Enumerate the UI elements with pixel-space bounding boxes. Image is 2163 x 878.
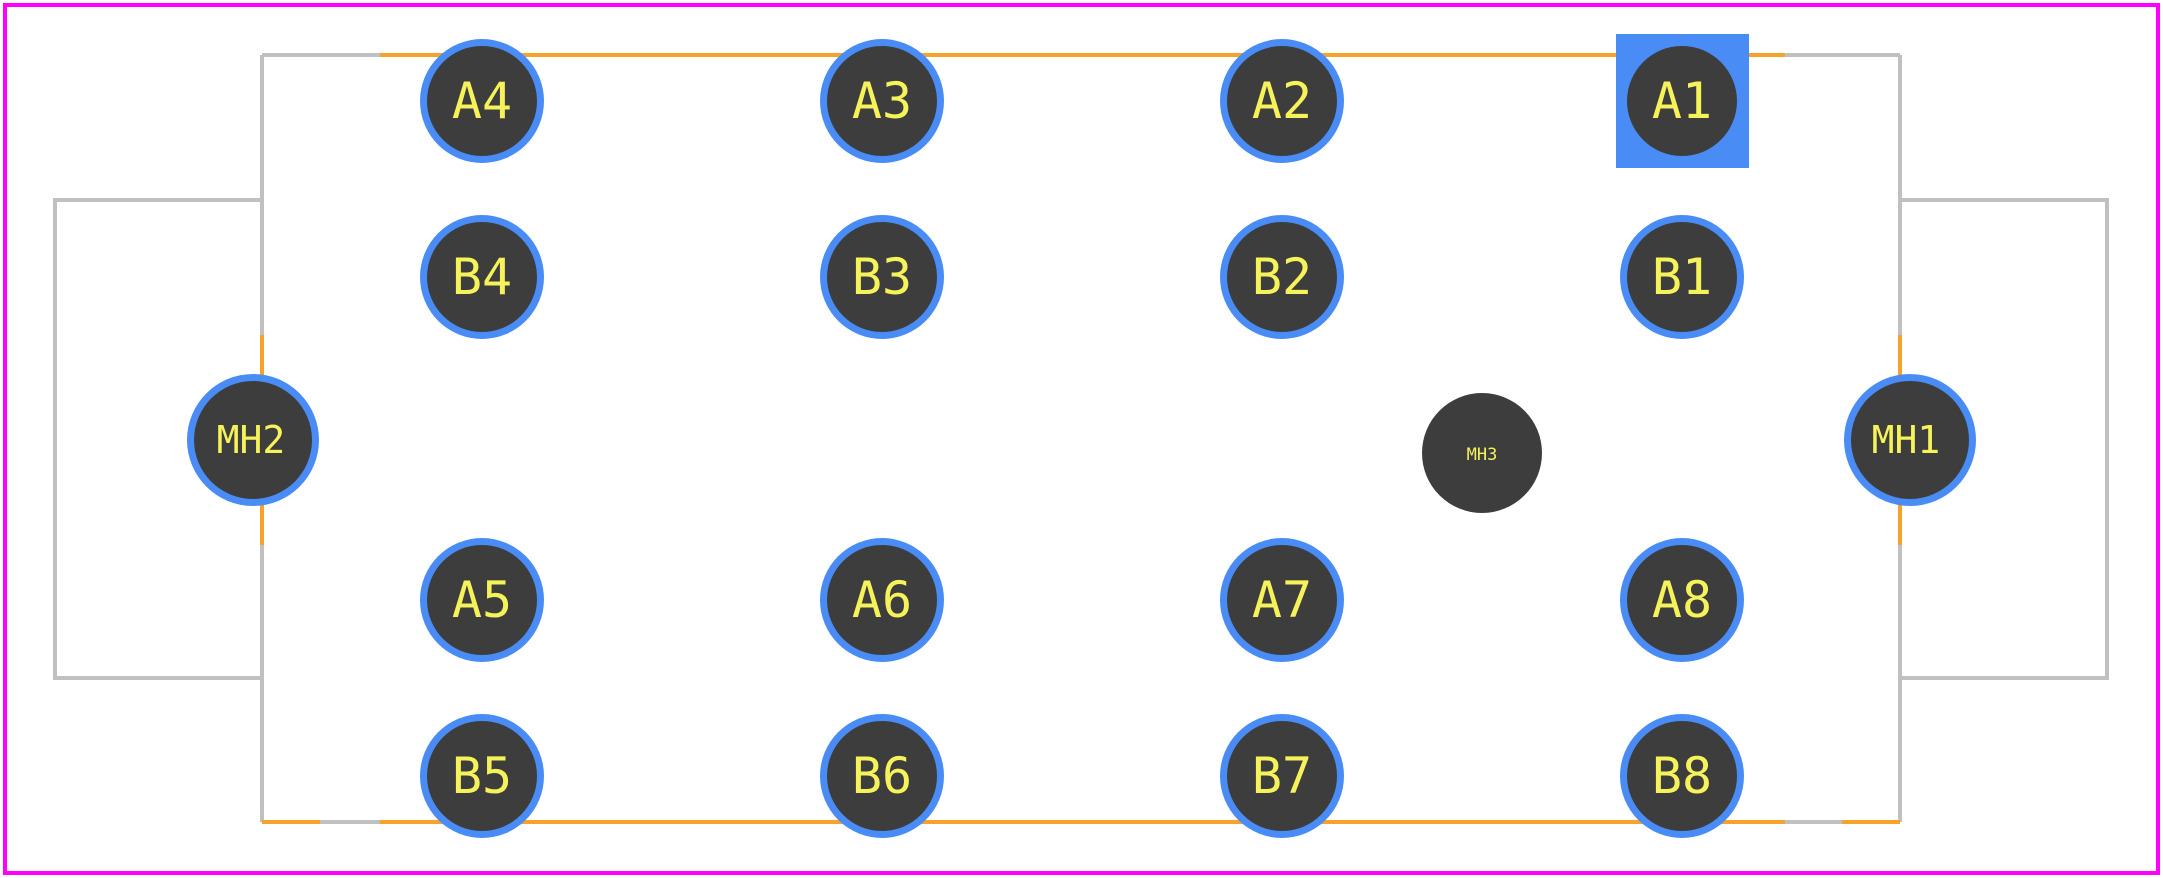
pad-label: A3 <box>852 72 912 130</box>
mounting-hole-MH1[interactable]: MH1 <box>1844 374 1976 506</box>
pad-label: A8 <box>1652 571 1712 629</box>
pad-label: B5 <box>452 747 512 805</box>
pad-A7[interactable]: A7 <box>1220 538 1344 662</box>
silkscreen-right-flange <box>1900 198 2109 680</box>
mounting-hole-MH2[interactable]: MH2 <box>187 374 319 506</box>
pad-label: A2 <box>1252 72 1312 130</box>
pad-label: B6 <box>852 747 912 805</box>
pad-B6[interactable]: B6 <box>820 714 944 838</box>
pad-B1[interactable]: B1 <box>1620 215 1744 339</box>
pad-label: A1 <box>1652 72 1712 130</box>
pad-label: MH1 <box>1872 418 1941 462</box>
pad-A2[interactable]: A2 <box>1220 39 1344 163</box>
mounting-hole-MH3[interactable]: MH3 <box>1422 393 1542 513</box>
pad-label: A7 <box>1252 571 1312 629</box>
pad-label: B1 <box>1652 248 1712 306</box>
board-boundary <box>3 3 2160 875</box>
pad-label: A6 <box>852 571 912 629</box>
pad-label: MH2 <box>217 418 286 462</box>
pad-B7[interactable]: B7 <box>1220 714 1344 838</box>
pad-A4[interactable]: A4 <box>420 39 544 163</box>
board-edge-lines <box>260 53 1902 824</box>
pad-label: A4 <box>452 72 512 130</box>
pad-A6[interactable]: A6 <box>820 538 944 662</box>
pad-label: B4 <box>452 248 512 306</box>
pad-A1[interactable]: A1 <box>1627 46 1737 156</box>
pad-label: A5 <box>452 571 512 629</box>
silkscreen-left-flange <box>53 198 262 680</box>
pad-B3[interactable]: B3 <box>820 215 944 339</box>
pad-B4[interactable]: B4 <box>420 215 544 339</box>
pad-B8[interactable]: B8 <box>1620 714 1744 838</box>
pad-A5[interactable]: A5 <box>420 538 544 662</box>
pad-A3[interactable]: A3 <box>820 39 944 163</box>
silkscreen-outline <box>53 53 2109 824</box>
pad-label: B8 <box>1652 747 1712 805</box>
pad-A8[interactable]: A8 <box>1620 538 1744 662</box>
pad-label: B2 <box>1252 248 1312 306</box>
pad-label: B3 <box>852 248 912 306</box>
pad-B2[interactable]: B2 <box>1220 215 1344 339</box>
pad-label: B7 <box>1252 747 1312 805</box>
pad-B5[interactable]: B5 <box>420 714 544 838</box>
pad-label: MH3 <box>1467 445 1498 465</box>
